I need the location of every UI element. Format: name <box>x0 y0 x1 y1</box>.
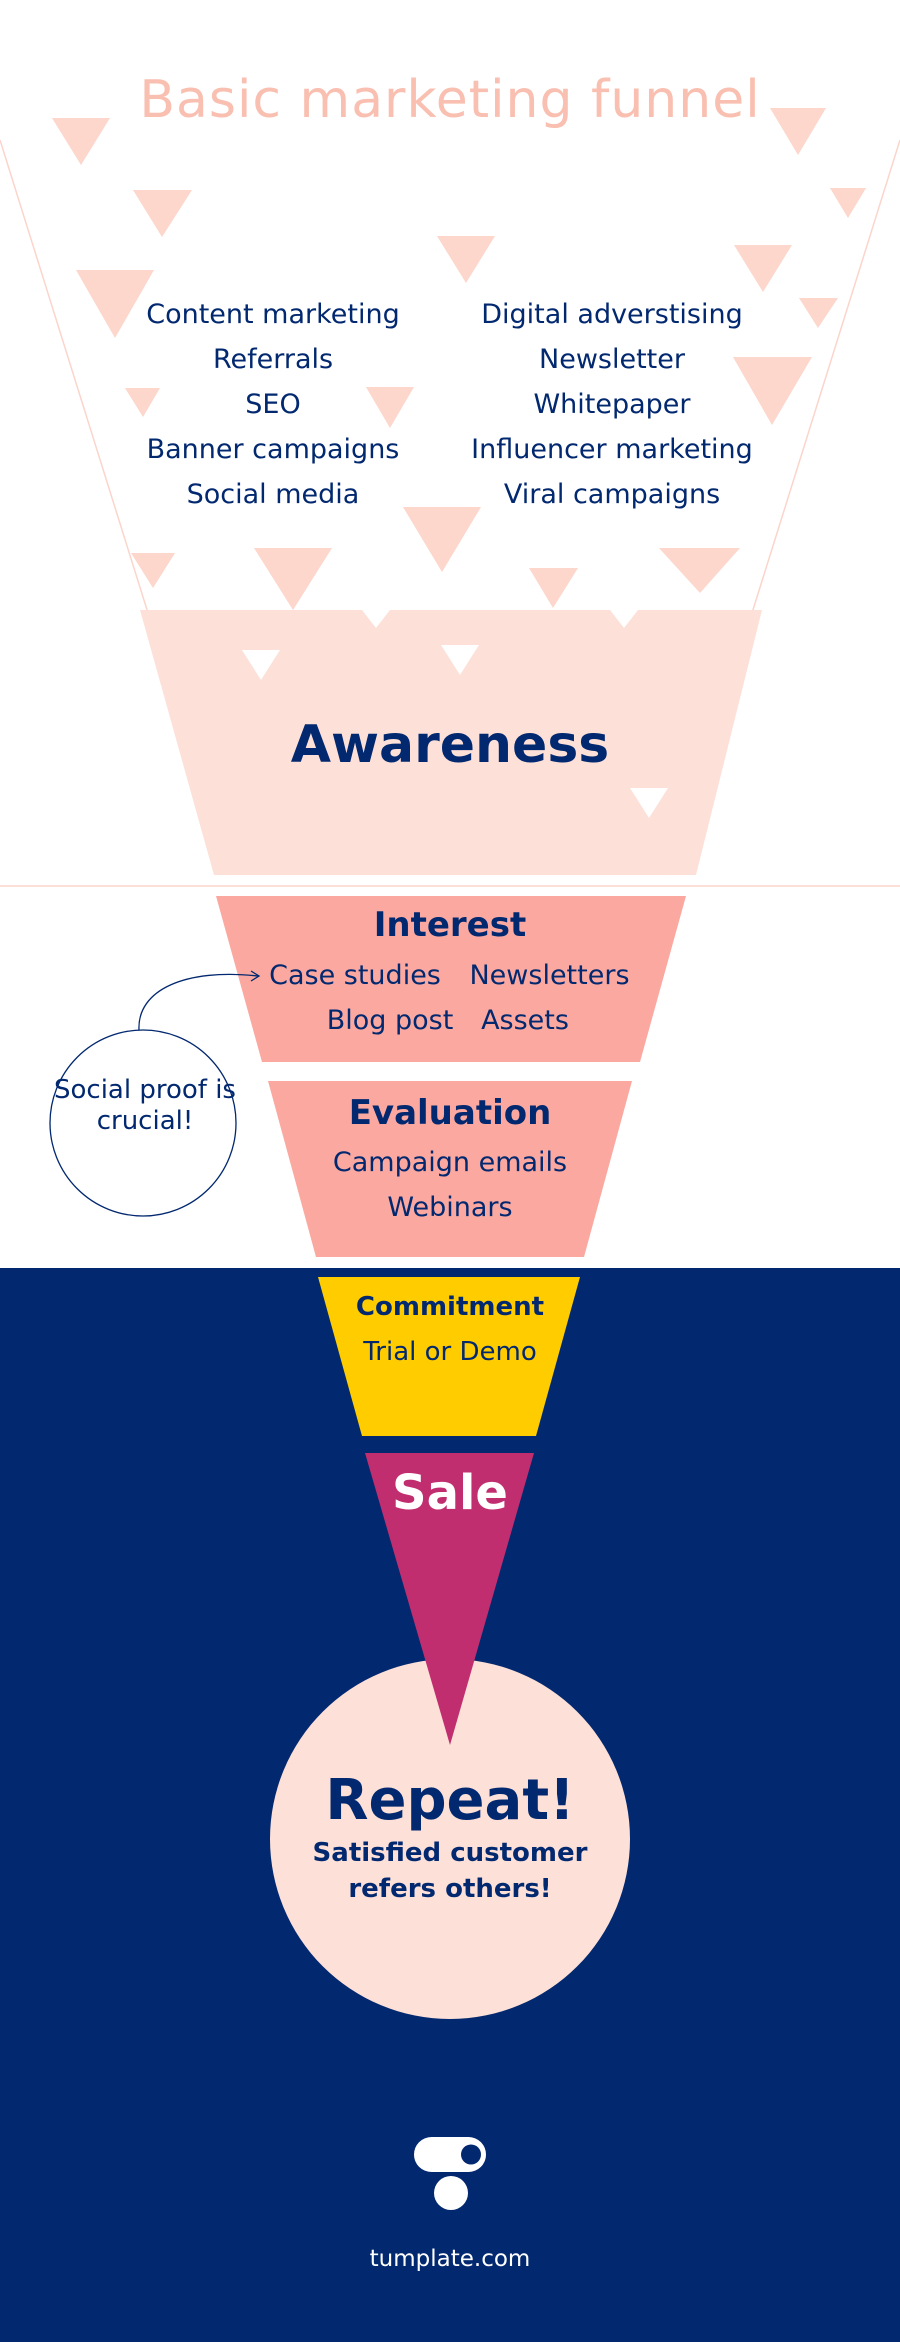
callout-arrowhead <box>250 970 261 982</box>
interest-label: Interest <box>373 905 527 945</box>
interest-item: Newsletters <box>469 960 630 991</box>
interest-item: Blog post <box>326 1005 454 1036</box>
channel-item: Content marketing <box>146 299 400 330</box>
page-title: Basic marketing funnel <box>139 70 761 130</box>
channel-item: Social media <box>186 479 360 510</box>
channel-item: Influencer marketing <box>471 434 753 465</box>
callout-arrow <box>138 973 259 1031</box>
channel-item: Viral campaigns <box>503 479 721 510</box>
repeat-label: Repeat! <box>325 1768 575 1833</box>
evaluation-band <box>268 1081 632 1257</box>
awareness-band <box>140 610 762 875</box>
channel-item: Digital adverstising <box>481 299 743 330</box>
channels-left: Content marketing Referrals SEO Banner c… <box>108 292 438 517</box>
commitment-item: Trial or Demo <box>363 1337 537 1367</box>
interest-item: Case studies <box>269 960 441 991</box>
channel-item: SEO <box>245 389 301 420</box>
commitment-label: Commitment <box>355 1292 545 1322</box>
callout-text: Social proof is crucial! <box>54 1075 236 1136</box>
tumplate-logo-icon <box>414 2137 486 2210</box>
interest-band <box>216 896 686 1062</box>
interest-item: Assets <box>481 1005 569 1036</box>
falling-triangles <box>52 108 866 610</box>
channels-right: Digital adverstising Newsletter Whitepap… <box>447 292 777 517</box>
evaluation-item: Campaign emails <box>332 1147 568 1178</box>
sale-triangle <box>365 1453 534 1745</box>
channel-item: Whitepaper <box>533 389 691 420</box>
awareness-white-triangles <box>242 645 668 818</box>
evaluation-label: Evaluation <box>348 1093 552 1133</box>
evaluation-item: Webinars <box>387 1192 513 1223</box>
channel-item: Referrals <box>212 344 334 375</box>
channel-item: Newsletter <box>539 344 685 375</box>
commitment-band <box>318 1277 580 1436</box>
repeat-circle <box>270 1659 630 2019</box>
awareness-label: Awareness <box>290 715 610 775</box>
sale-label: Sale <box>392 1465 508 1521</box>
channel-item: Banner campaigns <box>146 434 400 465</box>
footer-url[interactable]: tumplate.com <box>369 2246 531 2272</box>
repeat-caption: Satisfied customer refers others! <box>312 1838 588 1904</box>
callout-bubble <box>49 1029 237 1217</box>
